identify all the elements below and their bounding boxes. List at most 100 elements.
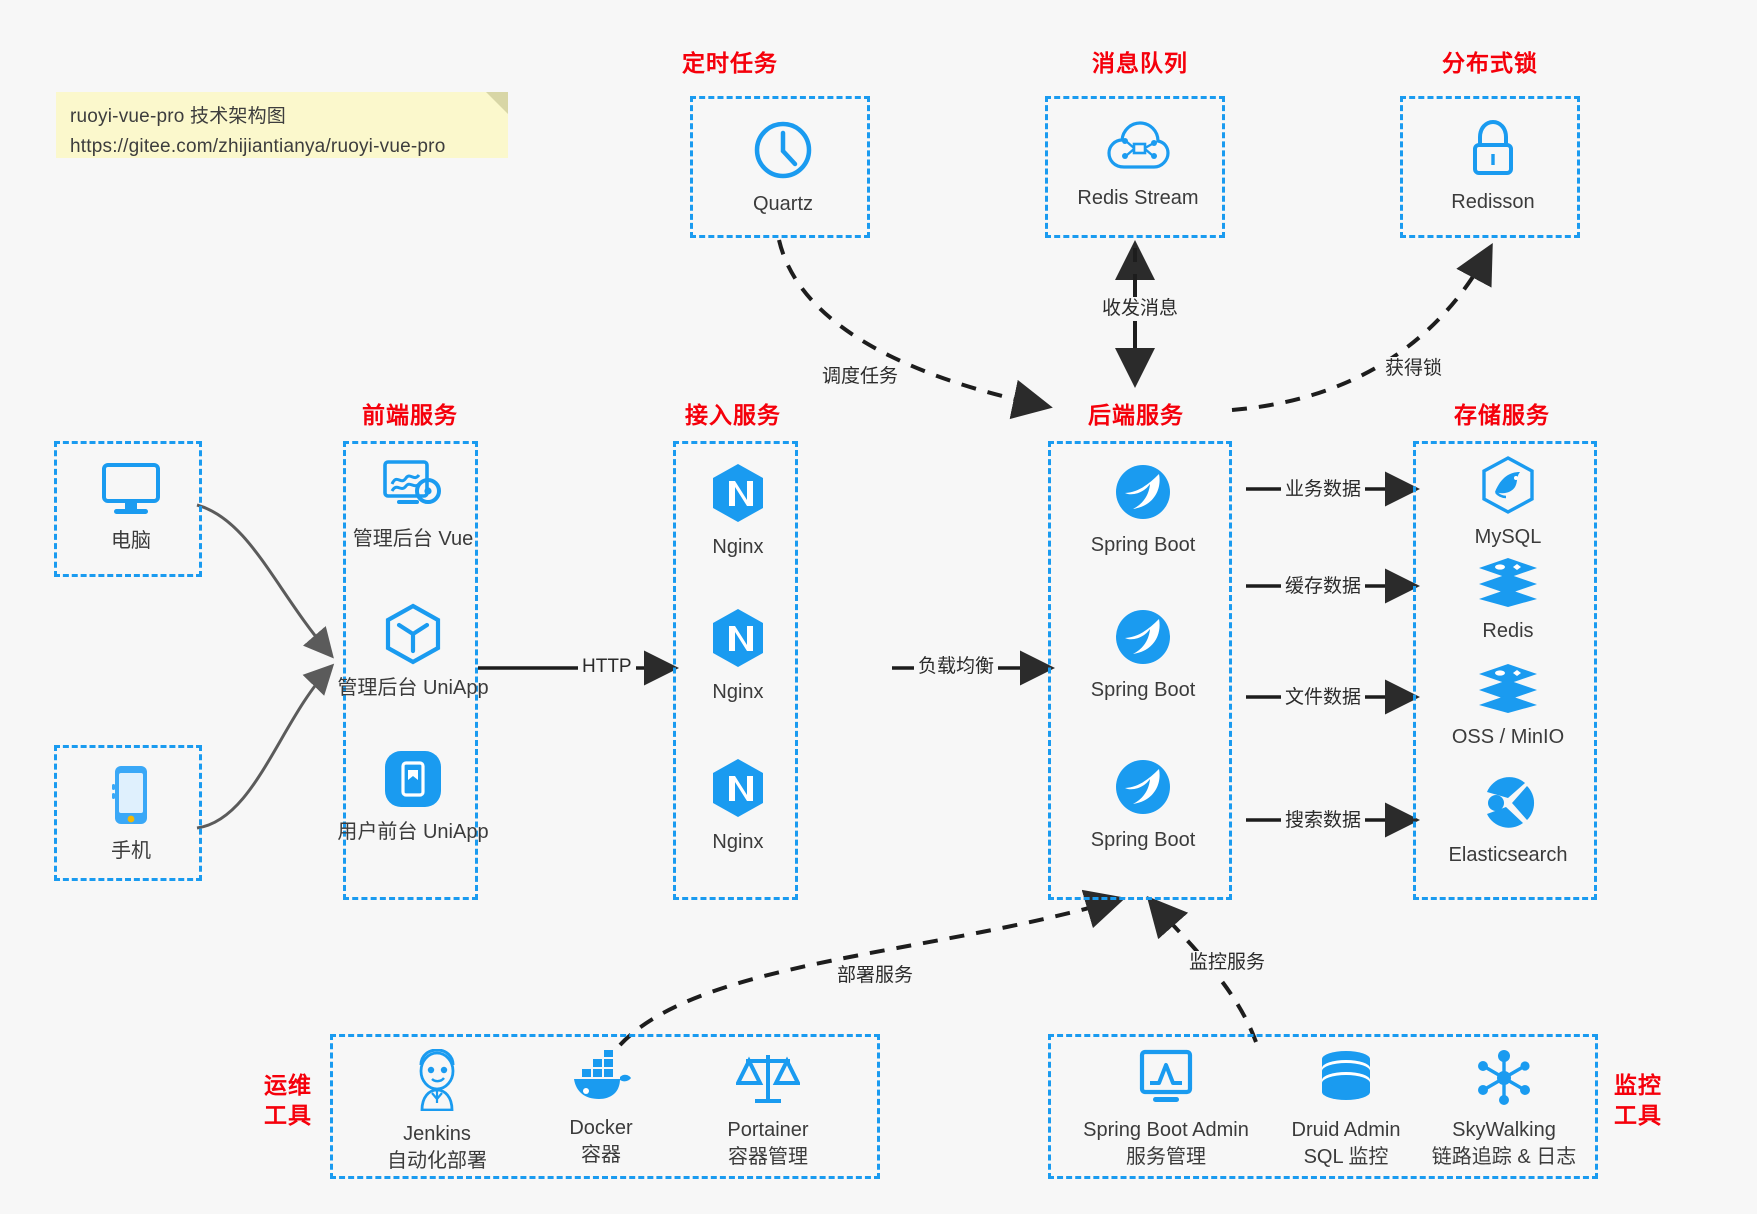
node-redis-stream[interactable]: Redis Stream: [1058, 119, 1218, 211]
edge-label-search-data: 搜索数据: [1281, 809, 1366, 833]
node-sublabel: 容器: [581, 1144, 621, 1166]
node-user-uniapp[interactable]: 用户前台 UniApp: [333, 749, 493, 845]
edge-label-acquire-lock: 获得锁: [1381, 357, 1447, 381]
group-box-phone: 手机: [54, 745, 202, 881]
edge-label-monitor-service: 监控服务: [1185, 951, 1270, 975]
note-title: ruoyi-vue-pro 技术架构图: [70, 106, 287, 127]
desktop-icon: [102, 463, 160, 514]
mysql-icon: [1482, 456, 1534, 514]
group-title-devops-tools: 运维 工具: [258, 1070, 318, 1130]
scales-icon: [736, 1055, 800, 1103]
node-admin-vue[interactable]: 管理后台 Vue: [333, 458, 493, 552]
node-label: 电脑: [111, 530, 151, 552]
edge-label-send-recv-message: 收发消息: [1098, 297, 1183, 321]
edge-label-schedule-task: 调度任务: [818, 365, 903, 389]
node-redisson[interactable]: Redisson: [1413, 119, 1573, 215]
group-box-storage-service: MySQL Redis OSS / MinIO: [1413, 441, 1597, 900]
cloud-stream-icon: [1107, 121, 1170, 169]
node-spring-boot-1[interactable]: Spring Boot: [1063, 462, 1223, 558]
node-label: Redis Stream: [1077, 187, 1199, 209]
node-label: Nginx: [712, 831, 764, 853]
edge-label-load-balance: 负载均衡: [914, 655, 999, 679]
redis-icon: [1479, 558, 1537, 607]
group-box-backend-service: Spring Boot Spring Boot Spring Boot: [1048, 441, 1232, 900]
node-label: MySQL: [1474, 526, 1542, 548]
node-spring-boot-2[interactable]: Spring Boot: [1063, 607, 1223, 703]
spring-boot-icon: [1116, 465, 1170, 519]
node-nginx-1[interactable]: Nginx: [658, 462, 818, 560]
nginx-icon: [713, 464, 763, 522]
node-label: Druid Admin: [1291, 1119, 1401, 1141]
node-elasticsearch[interactable]: Elasticsearch: [1428, 774, 1588, 868]
group-title-frontend-service: 前端服务: [362, 402, 458, 428]
spring-boot-icon: [1116, 610, 1170, 664]
edge-backend-to-redisson: [1231, 242, 1493, 412]
node-sublabel: 链路追踪 & 日志: [1431, 1146, 1577, 1168]
node-phone[interactable]: 手机: [51, 764, 211, 864]
dashboard-gear-icon: [383, 460, 441, 504]
node-spring-boot-admin[interactable]: Spring Boot Admin 服务管理: [1071, 1049, 1261, 1171]
node-label: Spring Boot: [1090, 679, 1196, 701]
group-box-distributed-lock: Redisson: [1400, 96, 1580, 238]
node-oss-minio[interactable]: OSS / MinIO: [1428, 662, 1588, 750]
uniapp-cube-icon: [385, 603, 441, 665]
docker-icon: [574, 1050, 631, 1099]
node-label: Docker: [569, 1117, 633, 1139]
edge-label-file-data: 文件数据: [1281, 686, 1366, 710]
node-nginx-3[interactable]: Nginx: [658, 757, 818, 855]
group-title-distributed-lock: 分布式锁: [1442, 50, 1538, 76]
node-sublabel: SQL 监控: [1303, 1146, 1389, 1168]
node-label: 用户前台 UniApp: [337, 821, 489, 843]
node-mysql[interactable]: MySQL: [1428, 456, 1588, 550]
group-box-monitor-tools: Spring Boot Admin 服务管理 Druid Admin SQL 监…: [1048, 1034, 1598, 1179]
node-label: Nginx: [712, 536, 764, 558]
monitor-title-line2: 工具: [1614, 1102, 1662, 1128]
node-quartz[interactable]: Quartz: [703, 119, 863, 217]
group-box-scheduled-task: Quartz: [690, 96, 870, 238]
group-box-access-service: Nginx Nginx Nginx: [673, 441, 798, 900]
app-rounded-icon: [385, 751, 441, 807]
node-portainer[interactable]: Portainer 容器管理: [688, 1049, 848, 1171]
monitor-chart-icon: [1139, 1049, 1193, 1102]
devops-title-line1: 运维: [264, 1072, 312, 1098]
lock-icon: [1473, 119, 1513, 175]
node-label: 管理后台 UniApp: [337, 677, 489, 699]
nginx-icon: [713, 609, 763, 667]
node-skywalking[interactable]: SkyWalking 链路追踪 & 日志: [1419, 1049, 1589, 1171]
mobile-icon: [112, 766, 147, 824]
group-title-monitor-tools: 监控 工具: [1608, 1070, 1668, 1130]
group-box-message-queue: Redis Stream: [1045, 96, 1225, 238]
node-computer[interactable]: 电脑: [51, 460, 211, 554]
skywalking-icon: [1478, 1050, 1530, 1105]
group-title-access-service: 接入服务: [685, 402, 781, 428]
node-label: Spring Boot: [1090, 534, 1196, 556]
node-label: Spring Boot Admin: [1083, 1119, 1249, 1141]
group-title-storage-service: 存储服务: [1454, 402, 1550, 428]
elasticsearch-icon: [1487, 777, 1535, 828]
node-druid-admin[interactable]: Druid Admin SQL 监控: [1266, 1049, 1426, 1171]
node-label: Elasticsearch: [1448, 844, 1568, 866]
group-title-backend-service: 后端服务: [1088, 402, 1184, 428]
node-label: Jenkins: [403, 1123, 471, 1145]
node-label: 管理后台 Vue: [352, 528, 474, 550]
node-label: Redis: [1482, 620, 1534, 642]
group-box-computer: 电脑: [54, 441, 202, 577]
node-nginx-2[interactable]: Nginx: [658, 607, 818, 705]
database-icon: [1322, 1051, 1370, 1100]
node-spring-boot-3[interactable]: Spring Boot: [1063, 757, 1223, 853]
node-label: SkyWalking: [1452, 1119, 1556, 1141]
node-sublabel: 服务管理: [1126, 1146, 1206, 1168]
clock-icon: [754, 121, 812, 179]
node-admin-uniapp[interactable]: 管理后台 UniApp: [333, 603, 493, 701]
node-label: Quartz: [752, 193, 814, 215]
group-title-scheduled-task: 定时任务: [682, 50, 778, 76]
note-url: https://gitee.com/zhijiantianya/ruoyi-vu…: [70, 136, 446, 157]
node-label: Redisson: [1451, 191, 1535, 213]
node-redis[interactable]: Redis: [1428, 556, 1588, 644]
edge-label-cache-data: 缓存数据: [1281, 575, 1366, 599]
object-storage-icon: [1479, 664, 1537, 713]
node-jenkins[interactable]: Jenkins 自动化部署: [357, 1049, 517, 1175]
node-docker[interactable]: Docker 容器: [521, 1049, 681, 1169]
edge-phone-to-frontend: [196, 663, 335, 830]
